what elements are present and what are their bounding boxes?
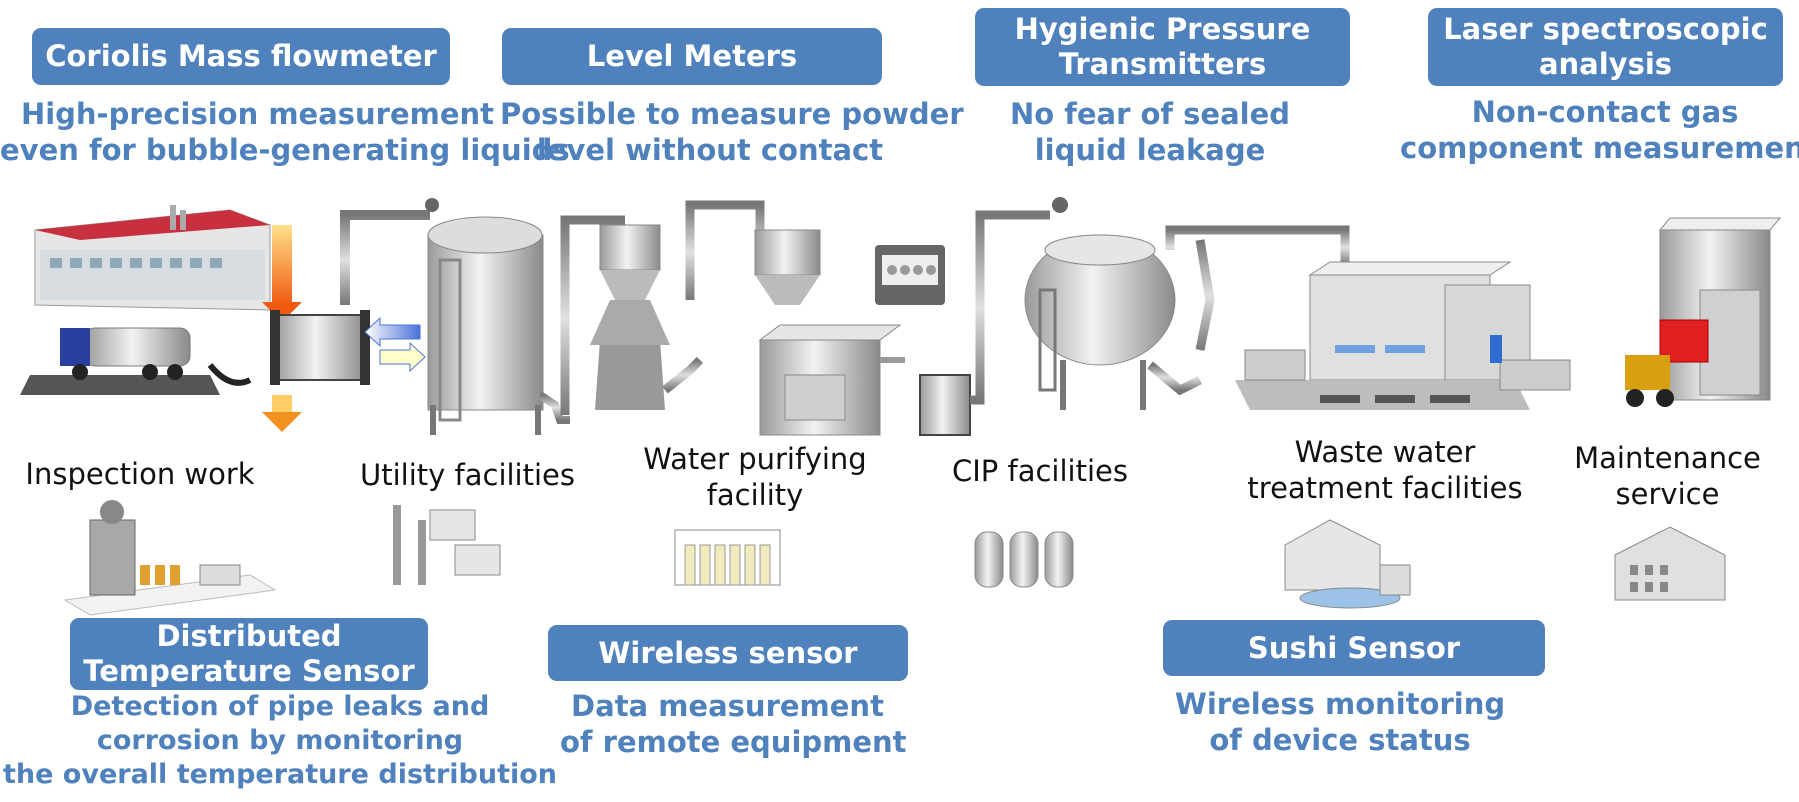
label-inspection: Inspection work: [25, 457, 255, 491]
tanker-truck-icon: [20, 327, 220, 395]
membrane-filter-icon: [674, 529, 781, 586]
cip-tank-icon: [919, 197, 1203, 436]
coriolis-title: Coriolis Mass flowmeter: [32, 28, 450, 85]
filling-line-icon: [1165, 225, 1571, 410]
sushi-title: Sushi Sensor: [1163, 620, 1545, 676]
inspection-lab-icon: [63, 500, 277, 616]
forklift-icon: [1625, 319, 1709, 407]
level-title: Level Meters: [502, 28, 882, 85]
storage-tanks-icon: [974, 531, 1074, 588]
service-building-icon: [1614, 526, 1726, 601]
label-cip: CIP facilities: [952, 454, 1128, 488]
water-purifier-icon: [758, 245, 945, 436]
maintenance-shed-icon: [1658, 217, 1782, 401]
powder-silo-icon: [560, 200, 821, 415]
utility-plant-icon: [393, 505, 501, 585]
wireless-title: Wireless sensor: [548, 625, 908, 681]
label-utility: Utility facilities: [360, 458, 575, 492]
dts-desc-line3: the overall temperature distribution: [2, 759, 558, 790]
heat-exchanger-icon: [262, 225, 426, 432]
utility-tank-icon: [340, 198, 570, 435]
factory-building-icon: [34, 205, 271, 311]
treatment-plant-icon: [1284, 519, 1411, 609]
